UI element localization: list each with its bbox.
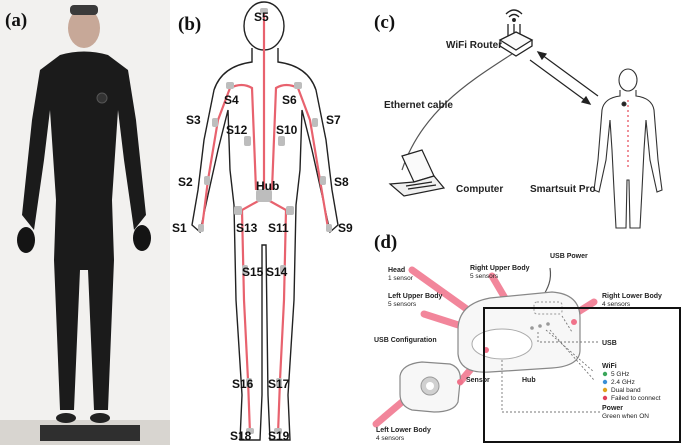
smartsuit-label: Smartsuit Pro	[530, 184, 596, 195]
highlight-box	[483, 307, 681, 443]
sensor-label-s10: S10	[276, 123, 298, 137]
sensor-pads	[198, 8, 332, 434]
sensor-label-s12: S12	[226, 123, 248, 137]
sensor-label-s9: S9	[338, 221, 353, 235]
power-sub: Green when ON	[602, 413, 649, 420]
panel-d-hub: Head 1 sensor Right Upper Body 5 sensors…	[362, 232, 685, 445]
hub-diagram: Head 1 sensor Right Upper Body 5 sensors…	[372, 253, 681, 443]
ethernet-cable	[401, 53, 513, 171]
panel-d-label: (d)	[374, 232, 398, 253]
blurred-face	[68, 8, 100, 48]
wifi-status-dot	[602, 395, 608, 401]
wifi-status-label: Failed to connect	[611, 395, 661, 402]
sensor-label-s18: S18	[230, 429, 252, 443]
sensor-label-s4: S4	[224, 93, 239, 107]
suit-photo	[0, 0, 170, 445]
sensor-label-s2: S2	[178, 175, 193, 189]
leader-lines	[501, 315, 600, 413]
wifi-status-dot	[602, 379, 608, 385]
sensor-label-s1: S1	[172, 221, 187, 235]
sensor-label-s15: S15	[242, 265, 264, 279]
left-upper-title: Left Upper Body	[388, 293, 443, 300]
usb-power-label: USB Power	[550, 253, 588, 260]
sensor-device	[399, 361, 463, 413]
network-diagram: WiFi Router Ethernet cable Computer Smar…	[384, 9, 663, 229]
panel-c-network: WiFi Router Ethernet cable Computer Smar…	[362, 0, 685, 232]
computer-label: Computer	[456, 184, 503, 195]
hub-label-d: Hub	[522, 377, 536, 384]
head-title: Head	[388, 267, 405, 274]
usb-config-label: USB Configuration	[374, 337, 437, 344]
wifi-status-label: 2.4 GHz	[611, 379, 635, 386]
sensor-label-s7: S7	[326, 113, 341, 127]
wifi-status-label: Dual band	[611, 387, 641, 394]
right-lower-sub: 4 sensors	[602, 301, 631, 308]
sensor-label-s16: S16	[232, 377, 254, 391]
sensor-label-s3: S3	[186, 113, 201, 127]
left-lower-title: Left Lower Body	[376, 427, 431, 434]
sensor-label-s14: S14	[266, 265, 288, 279]
ethernet-cable-label: Ethernet cable	[384, 100, 453, 111]
wifi-signal-icon	[505, 9, 523, 22]
power-title: Power	[602, 405, 623, 412]
sensor-label: Sensor	[466, 377, 490, 384]
sensor-label-s17: S17	[268, 377, 290, 391]
left-upper-sub: 5 sensors	[388, 301, 417, 308]
sensor-wires	[200, 10, 330, 435]
hub-device	[457, 291, 581, 373]
sensor-label-s8: S8	[334, 175, 349, 189]
wifi-status-dot	[602, 371, 608, 377]
wifi-status-label: 5 GHz	[611, 371, 629, 378]
sensor-body-diagram: S5 S4 S6 S3 S7 S12 S10 S2 S8 Hub S1 S9 S…	[172, 1, 353, 443]
panel-b-sensor-map: S5 S4 S6 S3 S7 S12 S10 S2 S8 Hub S1 S9 S…	[172, 0, 360, 445]
right-lower-title: Right Lower Body	[602, 293, 662, 300]
right-upper-title: Right Upper Body	[470, 265, 530, 272]
panel-a-label: (a)	[5, 10, 28, 31]
sensor-label-s5: S5	[254, 10, 269, 24]
right-upper-sub: 5 sensors	[470, 273, 499, 280]
wifi-title: WiFi	[602, 363, 617, 370]
wireless-arrows	[529, 51, 599, 105]
sensor-label-s19: S19	[268, 429, 290, 443]
left-lower-sub: 4 sensors	[376, 435, 405, 442]
panel-c-label: (c)	[374, 12, 396, 33]
laptop-icon	[388, 149, 446, 197]
sensor-label-s6: S6	[282, 93, 297, 107]
panel-a-photo: (a)	[0, 0, 170, 445]
usb-label: USB	[602, 340, 617, 347]
hub-label: Hub	[256, 179, 279, 193]
wifi-router-label: WiFi Router	[446, 40, 502, 51]
sensor-label-s13: S13	[236, 221, 258, 235]
smartsuit-figure	[593, 68, 663, 229]
wifi-status-dot	[602, 387, 608, 393]
router-icon	[498, 24, 534, 57]
sensor-label-s11: S11	[268, 221, 289, 235]
panel-b-label: (b)	[178, 14, 202, 35]
head-sub: 1 sensor	[388, 275, 414, 282]
